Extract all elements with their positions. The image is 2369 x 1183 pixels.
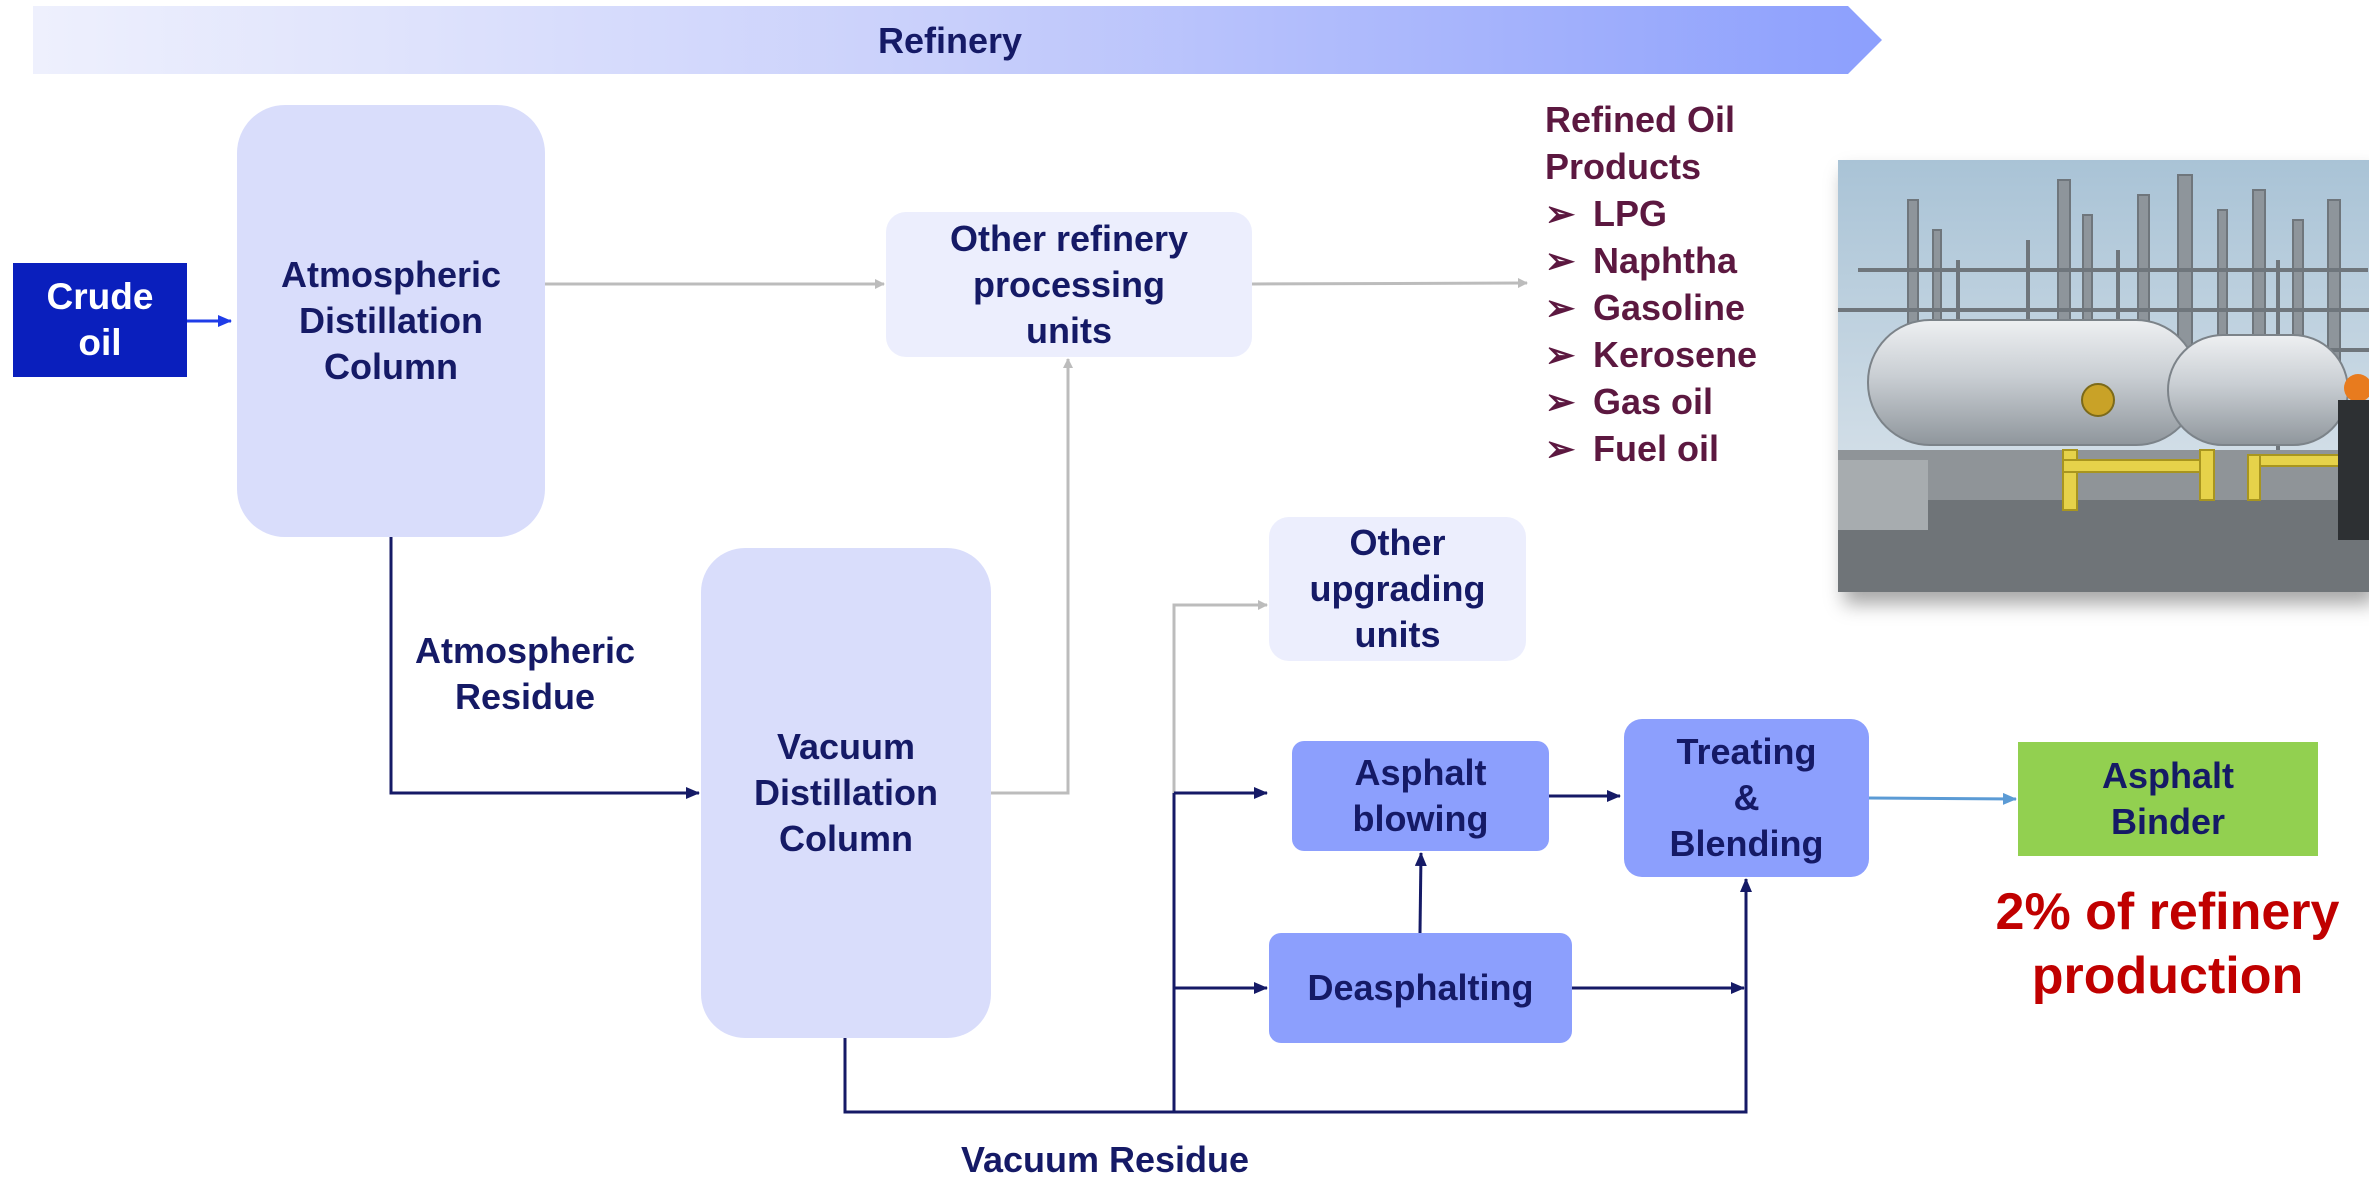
asphalt-blowing-node: Asphalt blowing — [1292, 741, 1549, 851]
flow-to-other-upgrading — [1172, 600, 1268, 793]
product-item: ➢LPG — [1545, 190, 1757, 237]
banner-label: Refinery — [877, 20, 1023, 61]
atmospheric-residue-label: Atmospheric Residue — [414, 630, 636, 717]
refinery-photo-illustration — [1838, 160, 2369, 592]
treating-blending-node: Treating & Blending — [1624, 719, 1869, 877]
flow-treating-to-binder — [1868, 792, 2017, 805]
asphalt-binder-node: Asphalt Binder — [2018, 742, 2318, 856]
flow-deasphalting-to-blowing — [1414, 852, 1427, 934]
refinery-banner — [33, 6, 1882, 74]
flow-vdc-to-other-units — [991, 358, 1073, 795]
arrow-bullet-icon: ➢ — [1545, 240, 1576, 281]
product-item: ➢Gasoline — [1545, 284, 1757, 331]
atmospheric-distillation-node: Atmospheric Distillation Column — [237, 105, 545, 537]
deasphalting-node: Deasphalting — [1269, 933, 1572, 1043]
flow-vacuum-residue — [843, 878, 1752, 1114]
arrow-bullet-icon: ➢ — [1545, 193, 1576, 234]
products-items: ➢LPG ➢Naphtha ➢Gasoline ➢Kerosene ➢Gas o… — [1545, 190, 1757, 472]
production-share-note: 2% of refinery production — [1995, 883, 2340, 1005]
arrow-bullet-icon: ➢ — [1545, 287, 1576, 328]
other-refinery-units-node: Other refinery processing units — [886, 212, 1252, 357]
vacuum-residue-label: Vacuum Residue — [960, 1139, 1250, 1180]
arrow-bullet-icon: ➢ — [1545, 428, 1576, 469]
arrow-bullet-icon: ➢ — [1545, 334, 1576, 375]
arrow-bullet-icon: ➢ — [1545, 381, 1576, 422]
refined-products-title: Refined Oil Products — [1545, 99, 1736, 187]
flow-atmospheric-residue — [389, 537, 700, 799]
refined-products-list: Refined Oil Products ➢LPG ➢Naphtha ➢Gaso… — [1545, 96, 1757, 472]
product-item: ➢Kerosene — [1545, 331, 1757, 378]
flow-other-units-to-products — [1251, 278, 1528, 289]
product-item: ➢Naphtha — [1545, 237, 1757, 284]
refinery-photo — [1838, 160, 2369, 592]
vacuum-distillation-node: Vacuum Distillation Column — [701, 548, 991, 1038]
product-item: ➢Gas oil — [1545, 378, 1757, 425]
other-upgrading-units-node: Other upgrading units — [1269, 517, 1526, 661]
product-item: ➢Fuel oil — [1545, 425, 1757, 472]
crude-oil-node: Crude oil — [13, 263, 187, 377]
